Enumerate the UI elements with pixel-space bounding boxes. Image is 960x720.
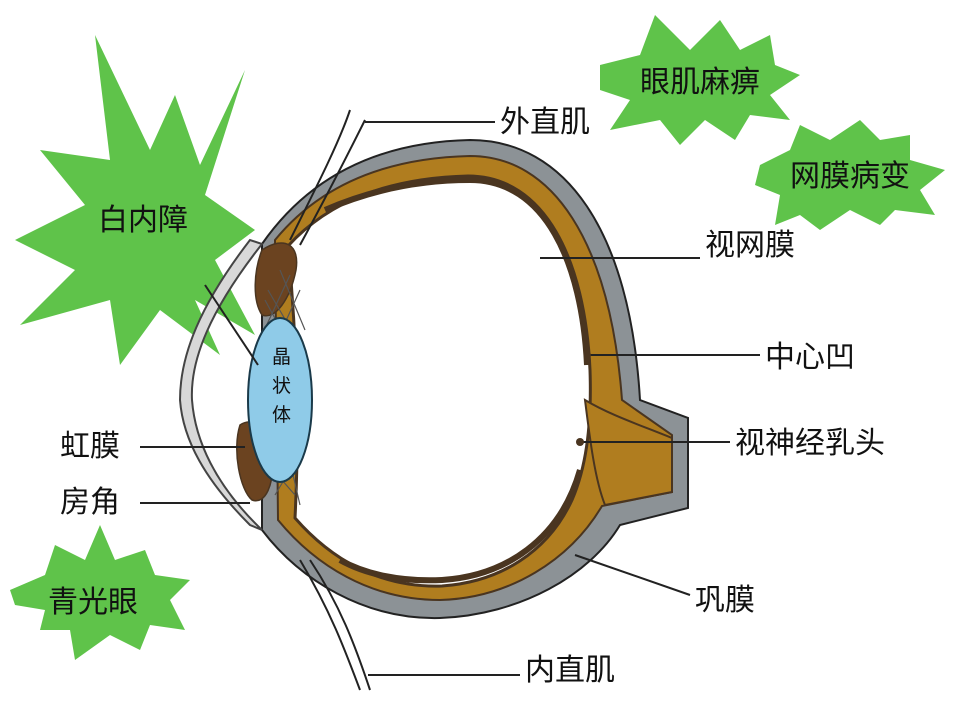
lens-label-2: 状: [272, 375, 291, 397]
cataract-pointer: [204, 284, 259, 366]
ocular-muscle-palsy-burst: [600, 15, 800, 145]
lens-label-1: 晶: [272, 346, 291, 368]
sclera-label: 巩膜: [695, 583, 755, 618]
fovea-dot: [585, 352, 591, 358]
optic-disc-dot: [576, 438, 584, 446]
lower-lid-line: [299, 559, 361, 691]
retinopathy-label: 网膜病变: [790, 159, 910, 194]
vitreous-cavity: [286, 174, 592, 588]
iris-upper: [254, 242, 298, 317]
sclera-leader: [574, 554, 691, 596]
cataract-burst: [15, 35, 255, 365]
iris-label: 虹膜: [60, 429, 120, 464]
optic-nerve: [583, 398, 673, 507]
retina-label: 视网膜: [705, 228, 795, 263]
ocular-muscle-palsy-label: 眼肌麻痹: [640, 65, 760, 100]
fovea-label: 中心凹: [765, 340, 855, 375]
cornea: [178, 238, 264, 531]
optic-disc-label: 视神经乳头: [735, 426, 885, 461]
glaucoma-label: 青光眼: [48, 585, 138, 620]
lens: [247, 317, 313, 483]
medial-rectus-label: 内直肌: [525, 653, 615, 688]
cataract-label: 白内障: [98, 203, 188, 238]
lateral-rectus-label: 外直肌: [500, 105, 590, 140]
retina-layer: [323, 176, 590, 366]
upper-lid-line-2: [299, 119, 366, 246]
lens-label-3: 体: [272, 404, 291, 426]
glaucoma-burst: [10, 525, 190, 660]
angle-label: 房角: [60, 485, 120, 520]
lower-lid-line-2: [309, 559, 371, 691]
retinopathy-burst: [755, 120, 945, 230]
upper-lid-line: [289, 109, 351, 241]
retina-layer-lower: [338, 469, 583, 584]
